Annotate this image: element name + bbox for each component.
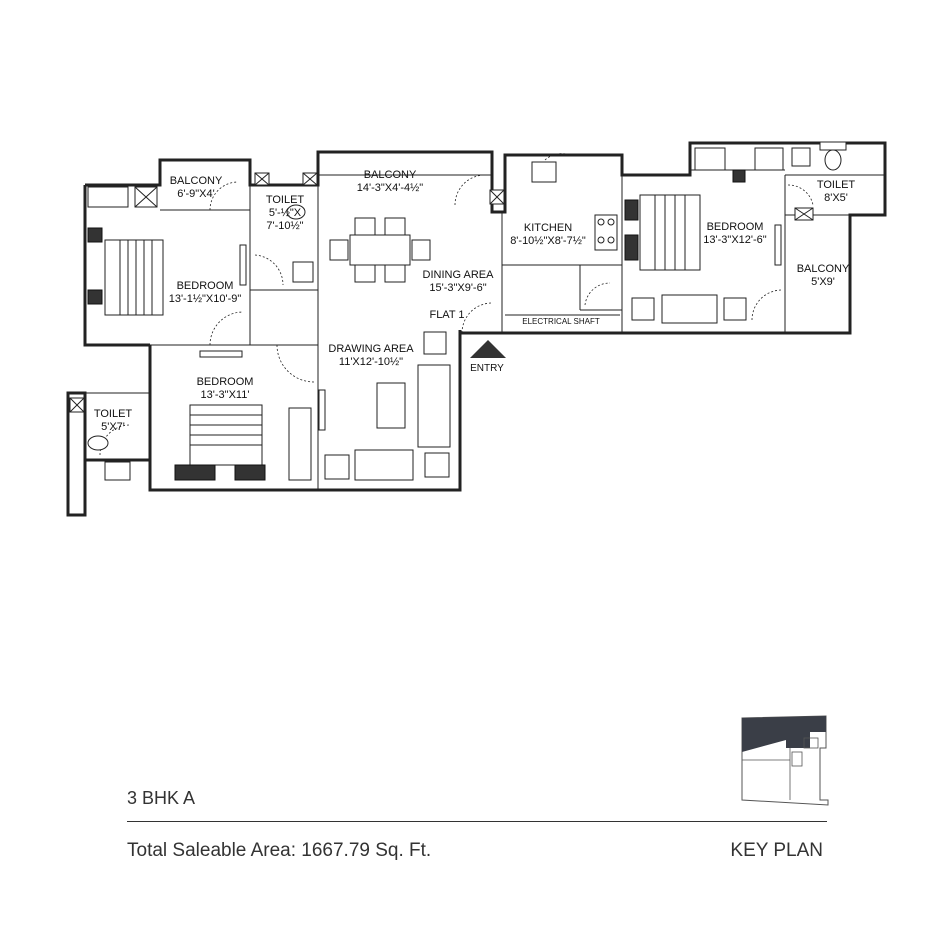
toilet-mid-name: TOILET bbox=[266, 194, 305, 206]
total-area-label: Total Saleable Area: 1667.79 Sq. Ft. bbox=[127, 840, 432, 861]
drawing-name: DRAWING AREA bbox=[328, 343, 414, 355]
kitchen-name: KITCHEN bbox=[524, 222, 572, 234]
bedroom-left-size: 13'-1½"X10'-9" bbox=[169, 293, 242, 305]
flat-name: FLAT 1 bbox=[429, 309, 464, 321]
bedroom-right-name: BEDROOM bbox=[707, 221, 764, 233]
key-plan-thumbnail bbox=[741, 715, 829, 806]
key-plan-label: KEY PLAN bbox=[730, 840, 823, 861]
bedroom-bottom-size: 13'-3"X11' bbox=[201, 389, 250, 401]
toilet-mid-size-1: 5'-½"X bbox=[269, 207, 302, 219]
entry-label: ENTRY bbox=[470, 363, 504, 374]
toilet-right-size: 8'X5' bbox=[824, 192, 848, 204]
electrical-shaft-label: ELECTRICAL SHAFT bbox=[522, 317, 600, 326]
room-labels: BALCONY 6'-9"X4' TOILET 5'-½"X 7'-10½" B… bbox=[94, 169, 856, 433]
dining-name: DINING AREA bbox=[423, 269, 495, 281]
bedroom-bottom-name: BEDROOM bbox=[197, 376, 254, 388]
bedroom-right-size: 13'-3"X12'-6" bbox=[703, 234, 766, 246]
balcony-left-size: 6'-9"X4' bbox=[177, 188, 214, 200]
furniture bbox=[69, 141, 847, 481]
dining-size: 15'-3"X9'-6" bbox=[429, 282, 486, 294]
toilet-left-size: 5'X7' bbox=[101, 421, 125, 433]
balcony-right-size: 5'X9' bbox=[811, 276, 835, 288]
balcony-left-name: BALCONY bbox=[170, 175, 223, 187]
toilet-mid-size-2: 7'-10½" bbox=[266, 220, 303, 232]
balcony-mid-size: 14'-3"X4'-4½" bbox=[357, 182, 424, 194]
entry-arrow-icon bbox=[470, 340, 506, 358]
unit-type-label: 3 BHK A bbox=[127, 788, 196, 808]
bedroom-left-name: BEDROOM bbox=[177, 280, 234, 292]
drawing-size: 11'X12'-10½" bbox=[339, 356, 403, 368]
walls bbox=[66, 141, 887, 517]
footer-divider bbox=[127, 821, 827, 822]
toilet-right-name: TOILET bbox=[817, 179, 856, 191]
kitchen-size: 8'-10½"X8'-7½" bbox=[510, 235, 586, 247]
balcony-mid-name: BALCONY bbox=[364, 169, 417, 181]
toilet-left-name: TOILET bbox=[94, 408, 133, 420]
balcony-right-name: BALCONY bbox=[797, 263, 850, 275]
